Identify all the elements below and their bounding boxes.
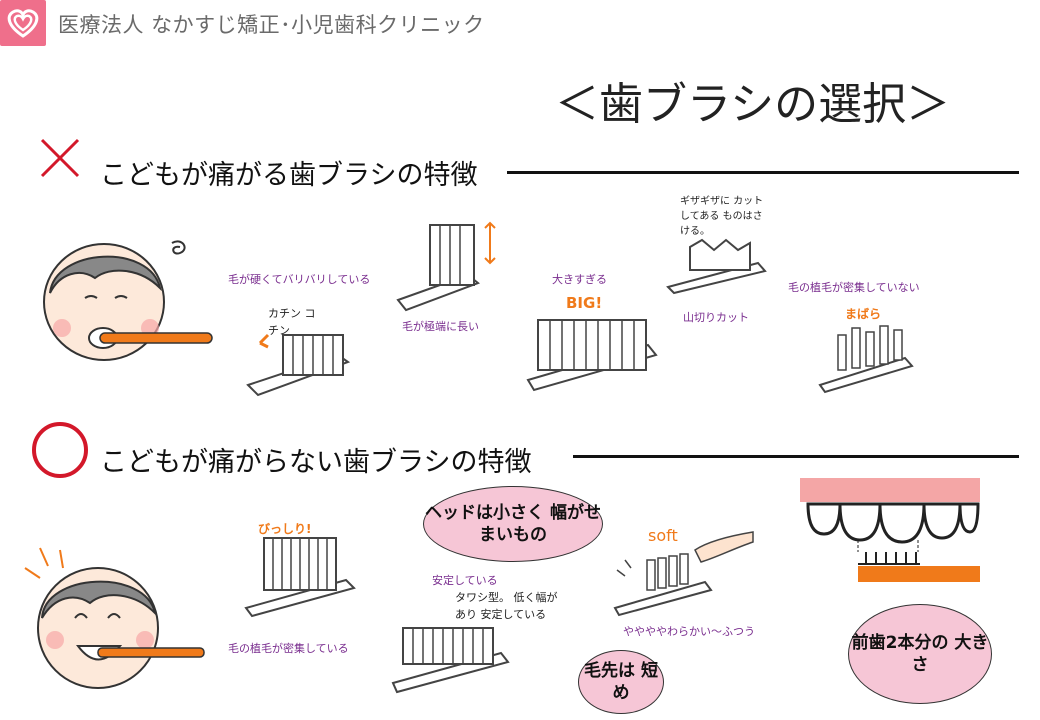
jagged-note: ギザギザに カットしてある ものはさける。	[680, 196, 764, 237]
cross-mark-icon	[40, 138, 80, 178]
caption-sparse-bristles: 毛の植毛が密集していない	[788, 281, 920, 294]
dense-toothbrush-illustration	[244, 537, 356, 618]
caption-long-bristles: 毛が極端に長い	[402, 320, 479, 333]
brush-size-bubble: 前歯2本分の 大きさ	[848, 604, 992, 704]
clinic-name: 医療法人 なかすじ矯正･小児歯科クリニック	[58, 13, 485, 37]
long-bristle-toothbrush-illustration	[396, 221, 496, 312]
stable-note: タワシ型。 低く幅があり 安定している	[455, 591, 558, 621]
caption-too-big: 大きすぎる	[552, 273, 607, 286]
caption-dense-bristles: 毛の植毛が密集している	[228, 642, 349, 655]
caption-soft: ややややわらかい〜ふつう	[623, 625, 755, 638]
front-teeth-diagram	[800, 478, 980, 582]
caption-hard-bristles: 毛が硬くてバリバリしている	[228, 273, 371, 286]
heart-logo-icon	[7, 9, 39, 38]
sparse-toothbrush-illustration	[818, 325, 914, 394]
bad-section-heading: こどもが痛がる歯ブラシの特徴	[100, 160, 478, 191]
dense-sfx: びっしり!	[258, 522, 312, 536]
jagged-toothbrush-illustration	[666, 238, 767, 295]
good-section-heading: こどもが痛がらない歯ブラシの特徴	[100, 447, 532, 478]
hard-toothbrush-illustration	[246, 333, 351, 397]
big-sfx: BIG!	[566, 294, 603, 312]
good-section-rule	[573, 455, 1019, 458]
sparse-sfx: まばら	[845, 307, 882, 321]
caption-stable: 安定している	[432, 574, 498, 587]
stable-toothbrush-illustration	[391, 627, 510, 694]
bristle-length-bubble: 毛先は 短め	[578, 650, 664, 714]
clinic-logo	[0, 0, 46, 46]
head-size-bubble: ヘッドは小さく 幅がせまいもの	[423, 486, 603, 562]
happy-child-illustration	[24, 547, 205, 689]
caption-jagged-cut: 山切りカット	[683, 311, 749, 324]
big-toothbrush-illustration	[526, 319, 658, 392]
soft-sfx: soft	[648, 526, 678, 545]
crying-child-illustration	[43, 240, 213, 361]
page-title: ＜歯ブラシの選択＞	[555, 79, 951, 130]
soft-toothbrush-illustration	[613, 531, 754, 617]
hard-sfx: カチン コチン	[268, 307, 316, 337]
bad-section-rule	[507, 171, 1019, 174]
circle-mark-icon	[32, 422, 88, 478]
